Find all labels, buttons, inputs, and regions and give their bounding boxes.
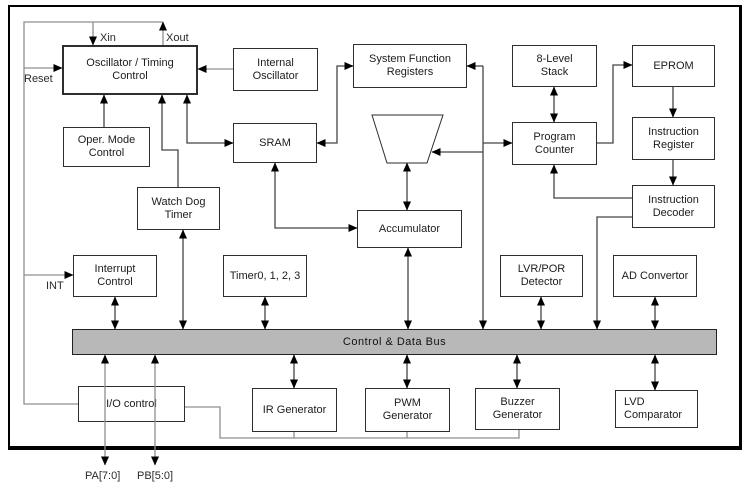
diagram-border [8,5,742,450]
node-eight-level-stack: 8-Level Stack [512,45,597,87]
node-pwm-generator: PWM Generator [365,388,450,432]
node-timer-0-1-2-3: Timer0, 1, 2, 3 [223,255,307,297]
pin-label-int: INT [46,280,64,292]
node-watch-dog-timer: Watch Dog Timer [137,187,220,230]
control-data-bus: Control & Data Bus [72,329,717,355]
node-ad-convertor: AD Convertor [613,255,697,297]
node-program-counter: Program Counter [512,122,597,165]
pin-label-xin: Xin [100,32,116,44]
node-ir-generator: IR Generator [252,388,337,432]
node-sram: SRAM [233,123,317,163]
node-instruction-register: Instruction Register [632,117,715,160]
node-alu: ALU [396,128,419,141]
node-io-control: I/O control [78,386,185,422]
pin-label-pb: PB[5:0] [137,470,174,482]
node-lvr-por-detector: LVR/POR Detector [500,255,583,297]
pin-label-reset: Reset [24,73,53,85]
pin-label-pa: PA[7:0] [85,470,121,482]
node-oscillator-timing-control: Oscillator / Timing Control [62,45,198,95]
node-oper-mode-control: Oper. Mode Control [63,127,150,167]
node-lvd-comparator: LVD Comparator [615,390,698,428]
node-accumulator: Accumulator [357,210,462,248]
node-instruction-decoder: Instruction Decoder [632,185,715,228]
pin-label-xout: Xout [166,32,189,44]
node-internal-oscillator: Internal Oscillator [233,48,318,91]
node-system-function-registers: System Function Registers [353,44,467,88]
bus-label: Control & Data Bus [342,336,447,348]
node-buzzer-generator: Buzzer Generator [475,388,560,430]
node-interrupt-control: Interrupt Control [73,255,157,297]
node-eprom: EPROM [632,45,715,87]
